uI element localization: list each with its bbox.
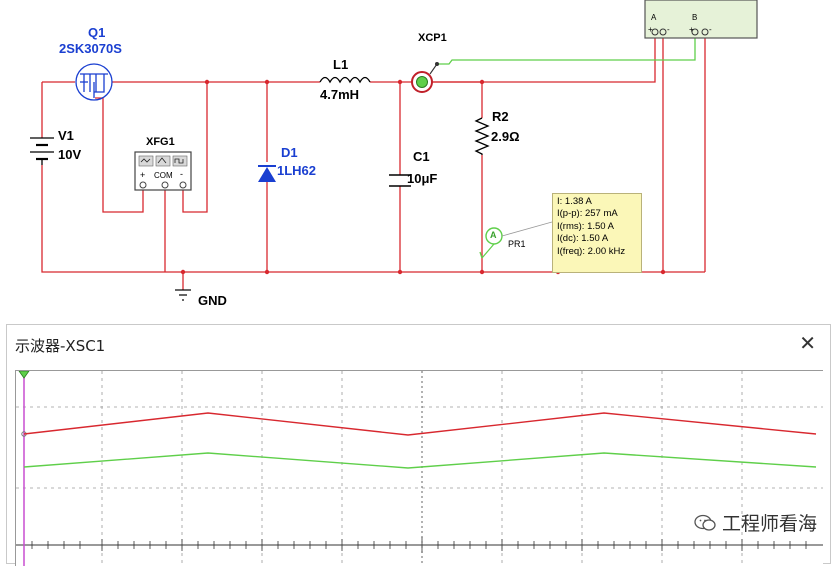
d1-part-label: 1LH62 xyxy=(277,163,317,178)
ammeter-pr1[interactable] xyxy=(481,221,553,259)
battery-v1[interactable] xyxy=(30,137,54,165)
probe-readout-pp: I(p-p): 257 mA xyxy=(557,208,618,220)
scope-trace-channel-b xyxy=(23,452,817,469)
xcp1-ref-label: XCP1 xyxy=(418,32,447,44)
scope-cursor-1-handle[interactable] xyxy=(18,370,30,379)
v1-ref-label: V1 xyxy=(58,128,74,143)
scope-a-plus-label: + xyxy=(648,25,653,34)
pr1-ref-label: PR1 xyxy=(508,239,526,249)
scope-b-minus-label: - xyxy=(709,25,712,34)
scope-b-plus-label: + xyxy=(689,25,694,34)
xfg1-plus-label: + xyxy=(140,170,146,180)
probe-readout-tooltip: I: 1.38 A I(p-p): 257 mA I(rms): 1.50 A … xyxy=(552,193,642,273)
q1-ref-label: Q1 xyxy=(88,25,106,40)
scope-bottom-axis xyxy=(16,537,823,553)
r2-ref-label: R2 xyxy=(492,109,509,124)
mosfet-q1[interactable] xyxy=(75,63,113,101)
c1-value-label: 10μF xyxy=(407,171,438,186)
schematic-canvas[interactable]: Q1 2SK3070S V1 10V XFG1 + COM - D1 1LH62… xyxy=(0,0,839,325)
probe-readout-current: I: 1.38 A xyxy=(557,196,592,207)
v1-value-label: 10V xyxy=(58,147,82,162)
oscilloscope-window[interactable]: 示波器-XSC1 ✕ xyxy=(6,324,831,566)
scope-channel-b-label: B xyxy=(692,13,698,22)
watermark-text: 工程师看海 xyxy=(721,513,817,535)
oscilloscope-display xyxy=(16,370,823,566)
close-icon[interactable]: ✕ xyxy=(799,331,816,355)
l1-value-label: 4.7mH xyxy=(320,87,360,102)
scope-channel-a-label: A xyxy=(651,13,657,22)
probe-wires xyxy=(437,35,696,259)
inductor-l1[interactable] xyxy=(319,76,371,84)
c1-ref-label: C1 xyxy=(413,149,430,164)
resistor-r2[interactable] xyxy=(474,117,490,155)
probe-readout-dc: I(dc): 1.50 A xyxy=(557,233,609,245)
scope-trace-channel-a xyxy=(23,412,817,436)
xfg1-com-label: COM xyxy=(154,171,173,180)
probe-readout-rms: I(rms): 1.50 A xyxy=(557,220,615,232)
l1-ref-label: L1 xyxy=(333,57,349,72)
gnd-label: GND xyxy=(198,293,227,308)
pr1-symbol-label: A xyxy=(490,230,497,240)
circuit-wires xyxy=(41,35,706,290)
scope-grid xyxy=(16,371,823,566)
probe-readout-freq: I(freq): 2.00 kHz xyxy=(557,245,626,257)
q1-part-label: 2SK3070S xyxy=(59,41,122,56)
diode-d1[interactable] xyxy=(258,165,276,182)
d1-ref-label: D1 xyxy=(281,145,298,160)
scope-a-minus-label: - xyxy=(667,25,670,34)
oscilloscope-screen[interactable] xyxy=(15,370,823,566)
oscilloscope-instrument[interactable] xyxy=(644,0,758,39)
capacitor-c1[interactable] xyxy=(389,174,411,187)
r2-value-label: 2.9Ω xyxy=(491,129,520,144)
schematic-drawing xyxy=(30,0,758,301)
oscilloscope-window-title: 示波器-XSC1 xyxy=(15,337,106,355)
ground-symbol xyxy=(175,289,191,301)
function-generator-xfg1[interactable] xyxy=(134,151,192,191)
xfg1-ref-label: XFG1 xyxy=(146,136,175,148)
watermark: 工程师看海 xyxy=(694,509,817,536)
current-probe-xcp1[interactable] xyxy=(411,62,439,93)
xfg1-minus-label: - xyxy=(180,169,183,179)
wechat-icon xyxy=(694,514,716,531)
